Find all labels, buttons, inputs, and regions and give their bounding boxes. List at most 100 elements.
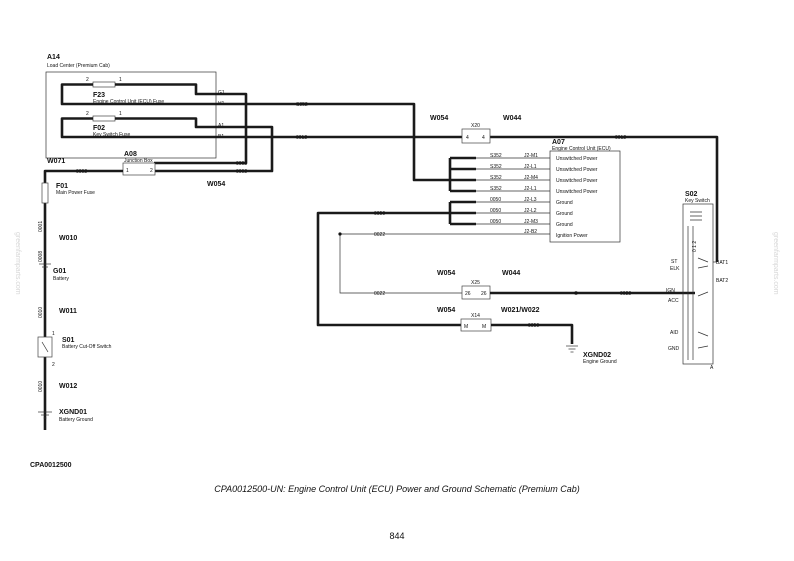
connector-x14-pin-l: M <box>464 324 468 330</box>
wire-f02-in <box>115 117 274 173</box>
splice-dot-ign <box>574 291 578 295</box>
fuse-f02-pin1: 1 <box>119 111 122 117</box>
ecu-row6-label: Ground <box>556 211 573 217</box>
wire-label-0008: 0008 <box>38 251 44 262</box>
battery-g01-name: Battery <box>53 276 69 282</box>
fuse-f23-name: Engine Control Unit (ECU) Fuse <box>93 99 164 105</box>
fuse-f02-name: Key Switch Fuse <box>93 132 130 138</box>
key-switch-ign: IGN <box>666 288 675 294</box>
connector-x20-pin-l: 4 <box>466 135 469 141</box>
key-switch-bat2: BAT2 <box>716 278 728 284</box>
ecu-row5-wire: 0050 <box>490 197 501 203</box>
harness-w044-b: W044 <box>502 270 520 277</box>
connector-x20: X20 4 4 <box>461 123 491 144</box>
ecu-row3-pin: J2-M4 <box>524 175 538 181</box>
watermark-right: greenfarmparts.com <box>772 232 779 295</box>
ecu-s352-bus <box>448 156 476 193</box>
key-switch-s02: S02 Key Switch 0 1 2 ST ELK IGN ACC AID … <box>666 191 728 371</box>
ecu-row2-wire: S352 <box>490 164 502 170</box>
connector-x14: X14 M M W054 W021/W022 <box>437 307 540 332</box>
connector-x20-pin-r: 4 <box>482 135 485 141</box>
wire-f23-out <box>60 83 296 106</box>
ecu-row3-wire: S352 <box>490 175 502 181</box>
ecu-row8-pin: J2-B2 <box>524 229 537 235</box>
battery-g01-ref: G01 <box>53 268 66 275</box>
load-center-ref: A14 <box>47 54 60 61</box>
junction-box-a08-pin2: 2 <box>150 168 153 174</box>
wire-label-0010-b: 0010 <box>38 381 44 392</box>
wire-0022-to-x25 <box>339 234 462 294</box>
key-switch-st: ST <box>671 259 677 265</box>
ground-xgnd02: XGND02 Engine Ground <box>566 345 617 365</box>
ecu-row6-pin: J2-L2 <box>524 208 537 214</box>
harness-w054-c: W054 <box>437 307 455 314</box>
key-switch-elk: ELK <box>670 266 680 272</box>
ground-xgnd01: XGND01 Battery Ground <box>38 409 93 423</box>
harness-w011: W011 <box>59 308 77 315</box>
splice-dot-0022 <box>338 232 342 236</box>
wire-label-0050-b: 0050 <box>528 323 539 329</box>
junction-box-a08-box <box>122 162 156 176</box>
harness-w054-a: W054 <box>430 115 448 122</box>
ecu-box <box>549 150 621 243</box>
fuse-f01: F01 Main Power Fuse <box>41 182 95 204</box>
ground-xgnd01-ref: XGND01 <box>59 409 87 416</box>
junction-box-a08-ref: A08 <box>124 151 137 158</box>
ground-xgnd01-name: Battery Ground <box>59 417 93 423</box>
ecu-row1-label: Unswitched Power <box>556 156 598 162</box>
load-center-name: Load Center (Premium Cab) <box>47 63 110 69</box>
switch-s01: 1 2 S01 Battery Cut-Off Switch <box>37 331 112 368</box>
connector-x14-ref: X14 <box>471 313 480 319</box>
key-switch-key-icon <box>690 211 702 221</box>
wire-label-0001: 0001 <box>38 221 44 232</box>
harness-w044-a: W044 <box>503 115 521 122</box>
ecu-row2-label: Unswitched Power <box>556 167 598 173</box>
key-switch-contacts <box>687 226 709 360</box>
switch-s01-blade <box>41 341 49 353</box>
key-switch-positions: 0 1 2 <box>692 241 698 252</box>
figure-caption: CPA0012500-UN: Engine Control Unit (ECU)… <box>214 484 580 494</box>
ecu-gnd-leads <box>340 201 550 235</box>
key-switch-a: A <box>710 365 714 371</box>
fuse-f02-ref: F02 <box>93 125 105 132</box>
connector-x25-ref: X25 <box>471 280 480 286</box>
ecu-row5-label: Ground <box>556 200 573 206</box>
wire-label-0002-a: 0002 <box>236 161 247 167</box>
wire-0012-to-keyswitch <box>490 135 719 262</box>
connector-x25-pin-r: 26 <box>481 291 487 297</box>
wire-label-0012-a: 0012 <box>296 135 307 141</box>
harness-w021-w022: W021/W022 <box>501 307 540 314</box>
connector-x20-ref: X20 <box>471 123 480 129</box>
ecu-pin-rows: S352 J2-M1 Unswitched Power S352 J2-L1 U… <box>340 153 598 239</box>
harness-w071: W071 <box>47 158 65 165</box>
junction-box-a08-name: Junction Box <box>124 158 153 164</box>
switch-s01-name: Battery Cut-Off Switch <box>62 344 112 350</box>
wire-label-0002-c: 0002 <box>76 169 87 175</box>
fuse-f01-name: Main Power Fuse <box>56 190 95 196</box>
wire-label-0010-a: 0010 <box>38 307 44 318</box>
fuse-f02: 2 1 F02 Key Switch Fuse <box>86 111 130 138</box>
wire-0050-ground-loop <box>316 211 461 327</box>
wire-s352-main <box>296 102 450 182</box>
connector-x14-pin-r: M <box>482 324 486 330</box>
load-center-a14: A14 Load Center (Premium Cab) G1 H1 A1 B… <box>45 54 225 159</box>
wire-label-0022-c: 0022 <box>620 291 631 297</box>
ecu-row4-label: Unswitched Power <box>556 189 598 195</box>
ecu-row1-pin: J2-M1 <box>524 153 538 159</box>
fuse-f01-ref: F01 <box>56 183 68 190</box>
ecu-row5-pin: J2-L3 <box>524 197 537 203</box>
fuse-f23-pin1: 1 <box>119 77 122 83</box>
fuse-f23: 2 1 F23 Engine Control Unit (ECU) Fuse <box>86 77 164 105</box>
figure-id: CPA0012500 <box>30 462 72 469</box>
ecu-row3-label: Unswitched Power <box>556 178 598 184</box>
junction-box-a08: A08 Junction Box 1 2 <box>122 151 156 176</box>
ecu-row2-pin: J2-L1 <box>524 164 537 170</box>
key-switch-gnd: GND <box>668 346 680 352</box>
wire-label-s352: S352 <box>296 102 308 108</box>
switch-s01-pin1: 1 <box>52 331 55 337</box>
switch-s01-pin2: 2 <box>52 362 55 368</box>
ground-xgnd02-name: Engine Ground <box>583 359 617 365</box>
key-switch-bat1: BAT1 <box>716 260 728 266</box>
